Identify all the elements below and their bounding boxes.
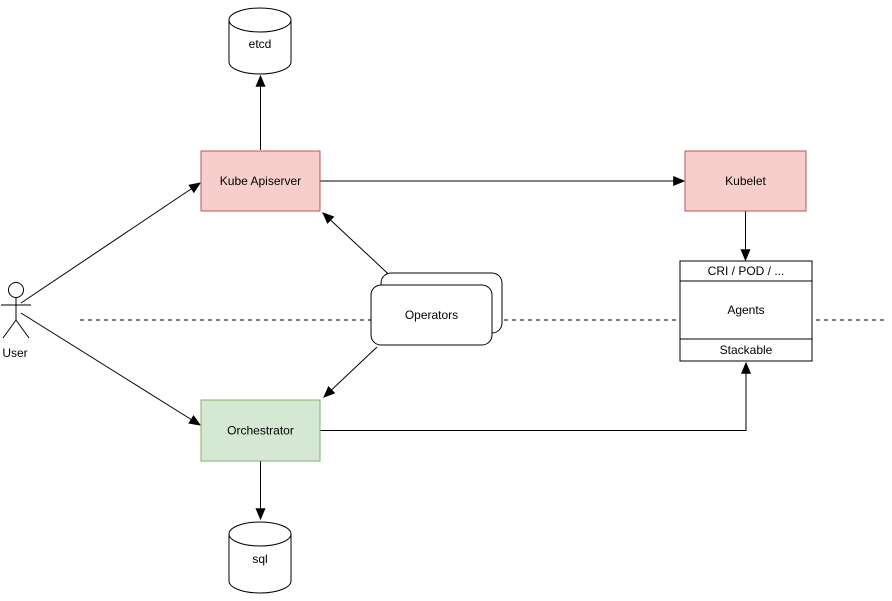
edge-orchestrator-to-stackable (320, 361, 752, 431)
node-agents-footer-label: Stackable (720, 343, 773, 357)
node-kubelet-border (684, 150, 807, 212)
node-orchestrator: Orchestrator (200, 399, 321, 462)
actor-user: User (1, 282, 31, 360)
node-sql-label: sql (252, 552, 267, 566)
database-cylinder-icon (228, 7, 292, 75)
edge-user-to-kube-apiserver (20, 182, 201, 304)
node-etcd-label: etcd (249, 37, 272, 51)
node-agents-box (679, 260, 813, 362)
person-icon (1, 282, 31, 339)
node-kube-apiserver-box (201, 151, 320, 211)
actor-user-label: User (2, 346, 27, 360)
node-orchestrator-label: Orchestrator (227, 424, 294, 438)
edge-operators-to-kube-apiserver (322, 212, 399, 284)
node-kubelet: Kubelet (684, 150, 807, 212)
edge-operators-to-orchestrator (323, 346, 378, 398)
node-operators: Operators (370, 272, 503, 346)
node-operators-label: Operators (405, 308, 458, 322)
node-kubelet-box (685, 151, 806, 211)
node-kube-apiserver-label: Kube Apiserver (220, 174, 301, 188)
node-orchestrator-border (200, 399, 321, 462)
node-agents-body-label: Agents (727, 303, 764, 317)
node-kube-apiserver: Kube Apiserver (200, 150, 321, 212)
node-etcd: etcd (228, 7, 292, 75)
edge-user-to-orchestrator (20, 312, 202, 426)
node-operators-front-card (370, 284, 493, 346)
node-sql: sql (228, 521, 292, 594)
node-agents-header-label: CRI / POD / ... (708, 264, 785, 278)
node-kube-apiserver-border (200, 150, 321, 212)
node-kubelet-label: Kubelet (725, 174, 766, 188)
node-agents: CRI / POD / ... Agents Stackable (679, 260, 813, 362)
database-cylinder-icon (228, 521, 292, 594)
node-orchestrator-box (201, 400, 320, 461)
